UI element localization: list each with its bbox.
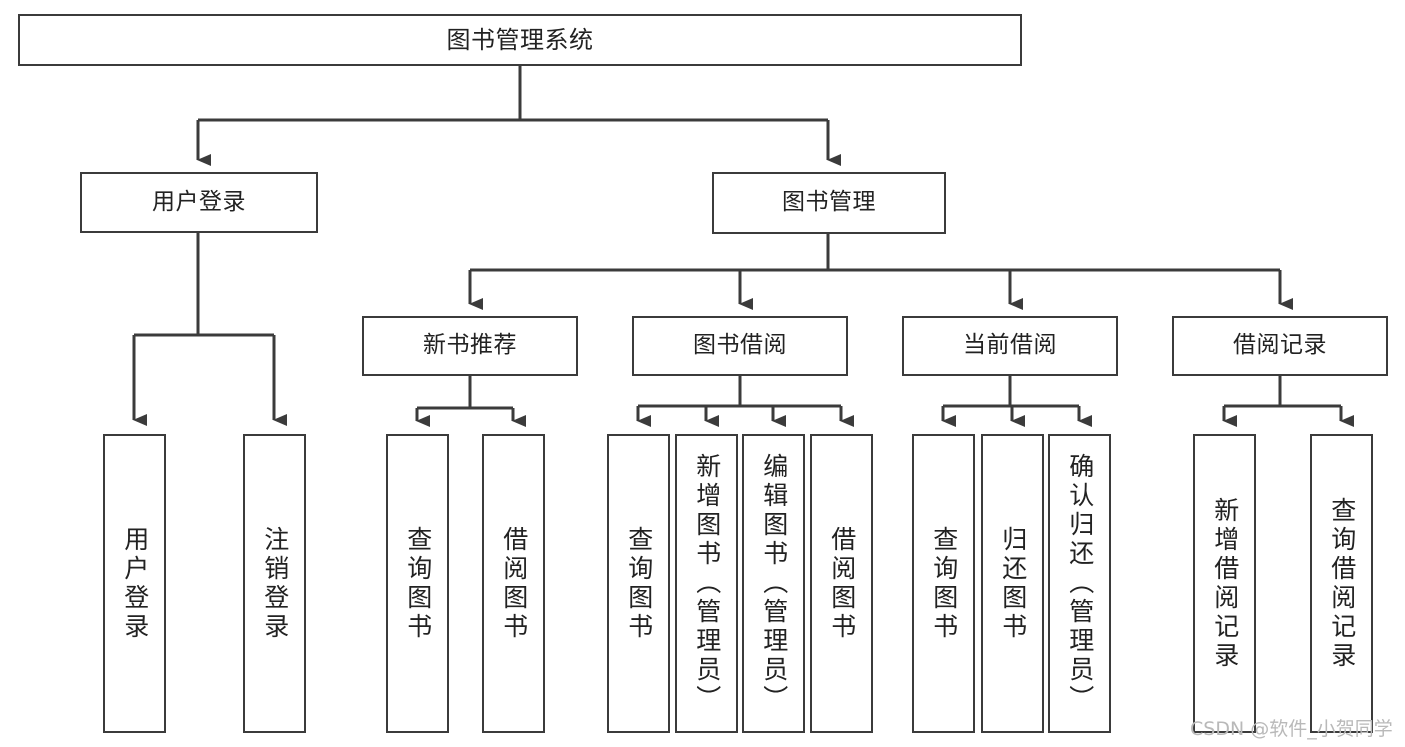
node-label: 查询图书: [403, 525, 433, 642]
node-label: 图书管理: [782, 189, 876, 216]
leaf-query-book-borrow[interactable]: 查询图书: [607, 434, 670, 733]
node-book-borrow[interactable]: 图书借阅: [632, 316, 848, 376]
leaf-query-borrow-record[interactable]: 查询借阅记录: [1310, 434, 1373, 733]
node-root-book-management-system[interactable]: 图书管理系统: [18, 14, 1022, 66]
node-label: 注销登录: [260, 525, 290, 642]
node-new-book-recommend[interactable]: 新书推荐: [362, 316, 578, 376]
node-label: 新书推荐: [423, 332, 517, 359]
node-book-management[interactable]: 图书管理: [712, 172, 946, 234]
node-label: 编辑图书（管理员）: [759, 453, 789, 714]
leaf-user-login[interactable]: 用户登录: [103, 434, 166, 733]
leaf-query-book-recommend[interactable]: 查询图书: [386, 434, 449, 733]
node-label: 用户登录: [152, 188, 246, 215]
leaf-borrow-book[interactable]: 借阅图书: [810, 434, 873, 733]
node-label: 用户登录: [120, 525, 150, 642]
node-borrow-record[interactable]: 借阅记录: [1172, 316, 1388, 376]
leaf-add-book-admin[interactable]: 新增图书（管理员）: [675, 434, 738, 733]
node-label: 借阅图书: [827, 525, 857, 642]
leaf-user-logout[interactable]: 注销登录: [243, 434, 306, 733]
node-label: 图书借阅: [693, 332, 787, 359]
node-label: 归还图书: [998, 525, 1028, 642]
node-label: 当前借阅: [963, 332, 1057, 359]
leaf-confirm-return-admin[interactable]: 确认归还（管理员）: [1048, 434, 1111, 733]
node-label: 新增借阅记录: [1210, 496, 1240, 671]
node-label: 查询图书: [624, 525, 654, 642]
leaf-add-borrow-record[interactable]: 新增借阅记录: [1193, 434, 1256, 733]
node-label: 确认归还（管理员）: [1065, 453, 1095, 714]
node-label: 查询图书: [929, 525, 959, 642]
node-label: 图书管理系统: [446, 25, 594, 54]
node-label: 借阅图书: [499, 525, 529, 642]
leaf-return-book[interactable]: 归还图书: [981, 434, 1044, 733]
node-label: 借阅记录: [1233, 332, 1327, 359]
csdn-watermark: CSDN @软件_小贺同学: [1190, 718, 1393, 740]
leaf-edit-book-admin[interactable]: 编辑图书（管理员）: [742, 434, 805, 733]
node-label: 新增图书（管理员）: [692, 453, 722, 714]
node-current-borrow[interactable]: 当前借阅: [902, 316, 1118, 376]
node-user-login[interactable]: 用户登录: [80, 172, 318, 233]
node-label: 查询借阅记录: [1327, 496, 1357, 671]
leaf-borrow-book-recommend[interactable]: 借阅图书: [482, 434, 545, 733]
leaf-query-book-current[interactable]: 查询图书: [912, 434, 975, 733]
